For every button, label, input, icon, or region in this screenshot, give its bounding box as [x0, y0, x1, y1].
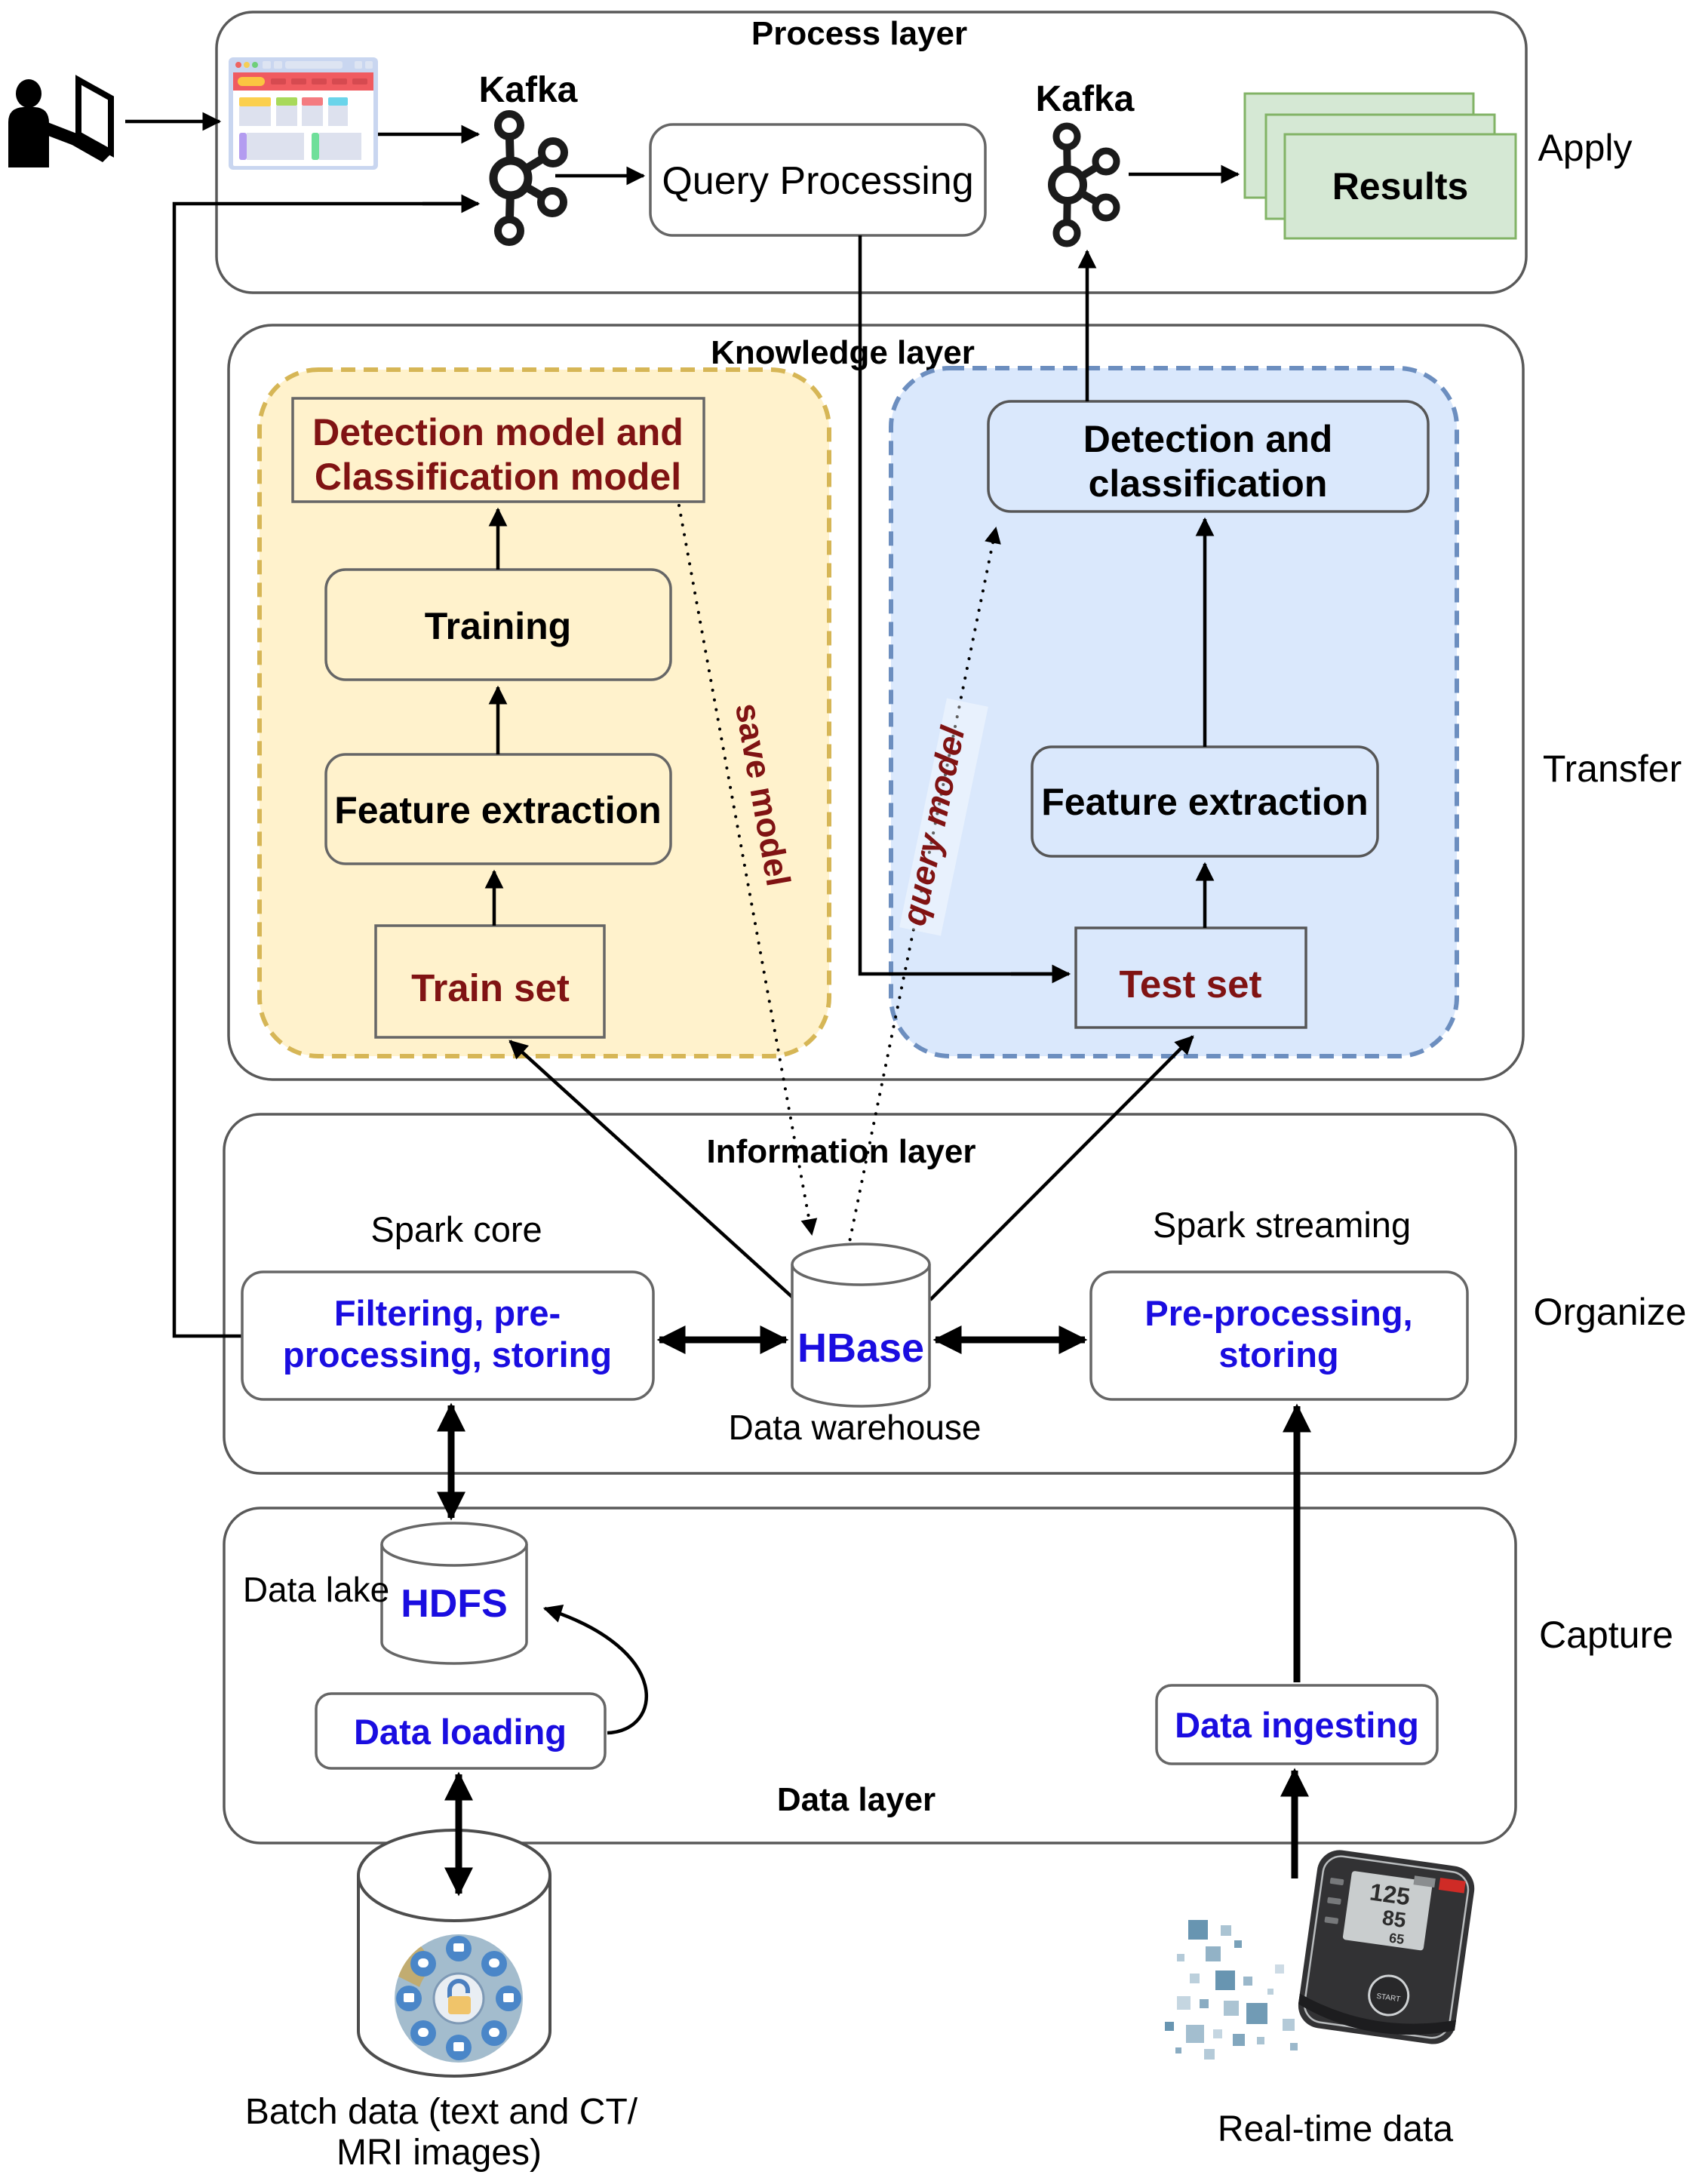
svg-text:85: 85 — [1381, 1906, 1407, 1932]
svg-text:START: START — [1376, 1992, 1401, 2004]
svg-text:HBase: HBase — [797, 1325, 924, 1371]
svg-text:HDFS: HDFS — [401, 1582, 508, 1626]
svg-text:Kafka: Kafka — [1036, 79, 1135, 119]
svg-text:Spark core: Spark core — [370, 1209, 542, 1249]
svg-text:Kafka: Kafka — [479, 70, 578, 110]
svg-text:Real-time data: Real-time data — [1218, 2109, 1453, 2149]
svg-text:Batch data (text and CT/: Batch data (text and CT/ — [245, 2092, 638, 2132]
svg-text:Feature extraction: Feature extraction — [334, 789, 661, 831]
svg-text:Data layer: Data layer — [777, 1781, 936, 1818]
svg-text:Feature extraction: Feature extraction — [1041, 781, 1368, 823]
svg-text:Knowledge layer: Knowledge layer — [711, 334, 975, 371]
svg-text:Query Processing: Query Processing — [662, 159, 973, 203]
svg-text:Spark streaming: Spark streaming — [1153, 1205, 1411, 1245]
svg-text:Transfer: Transfer — [1543, 748, 1682, 790]
svg-text:Classification model: Classification model — [315, 456, 681, 498]
svg-text:MRI images): MRI images) — [336, 2133, 542, 2173]
svg-text:Organize: Organize — [1534, 1291, 1687, 1333]
svg-text:Data ingesting: Data ingesting — [1175, 1705, 1419, 1745]
svg-text:Results: Results — [1332, 165, 1469, 207]
svg-text:125: 125 — [1368, 1878, 1412, 1910]
svg-text:Process layer: Process layer — [751, 15, 967, 52]
svg-text:Detection and: Detection and — [1083, 418, 1333, 460]
svg-text:Test set: Test set — [1120, 963, 1262, 1006]
svg-text:Train set: Train set — [411, 966, 570, 1009]
svg-text:Filtering, pre-: Filtering, pre- — [334, 1293, 561, 1333]
svg-text:Information layer: Information layer — [707, 1133, 976, 1170]
svg-text:Data lake: Data lake — [243, 1570, 389, 1609]
svg-text:Data warehouse: Data warehouse — [729, 1408, 982, 1447]
svg-text:classification: classification — [1089, 462, 1328, 505]
svg-text:Capture: Capture — [1539, 1614, 1673, 1656]
svg-text:65: 65 — [1388, 1930, 1406, 1947]
svg-text:Detection model and: Detection model and — [312, 411, 684, 453]
svg-text:storing: storing — [1218, 1335, 1338, 1375]
svg-text:Apply: Apply — [1538, 127, 1632, 169]
svg-text:Training: Training — [425, 605, 571, 647]
svg-text:Pre-processing,: Pre-processing, — [1144, 1293, 1412, 1333]
svg-text:Data loading: Data loading — [354, 1712, 567, 1752]
svg-text:processing, storing: processing, storing — [283, 1335, 612, 1375]
